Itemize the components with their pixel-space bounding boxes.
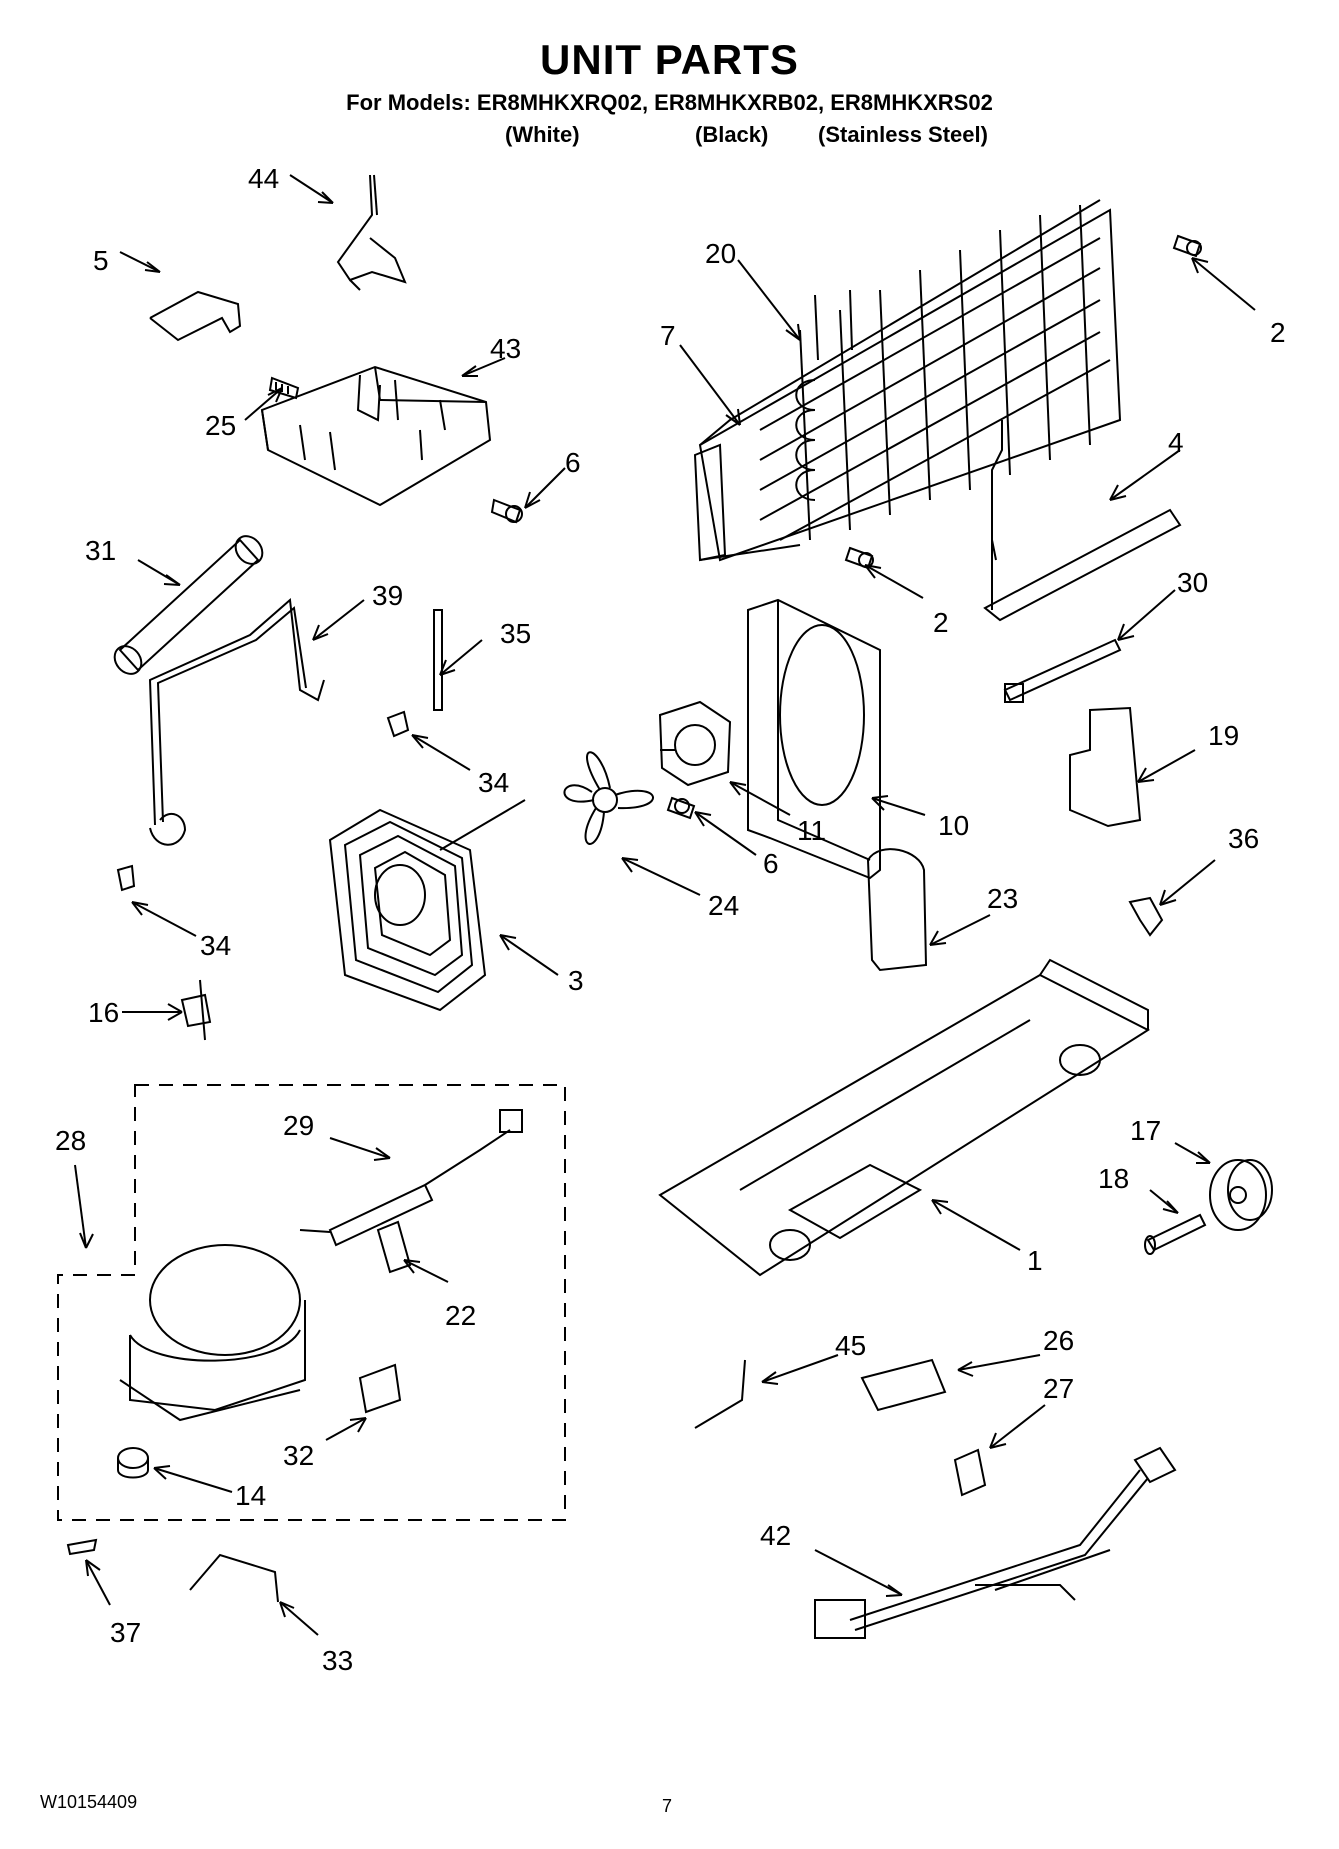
callout-34-lower: 34 (200, 930, 231, 961)
page-number: 7 (662, 1796, 673, 1816)
callout-6-upper: 6 (565, 447, 581, 478)
part-37-clip (66, 1538, 98, 1556)
callout-1: 1 (1027, 1245, 1043, 1276)
part-31-insulation-tube (113, 535, 264, 675)
callout-27: 27 (1043, 1373, 1074, 1404)
part-34-clip-lower (116, 864, 136, 892)
part-23-foam-block (866, 848, 928, 972)
callout-34-upper: 34 (478, 767, 509, 798)
callout-30: 30 (1177, 567, 1208, 598)
callout-24: 24 (708, 890, 739, 921)
callout-numbers: 44 5 43 25 6 31 39 35 34 34 16 20 7 2 4 … (55, 163, 1286, 1676)
callout-37: 37 (110, 1617, 141, 1648)
part-22-relay (376, 1220, 412, 1274)
callout-5: 5 (93, 245, 109, 276)
callout-33: 33 (322, 1645, 353, 1676)
leader-lines (74, 174, 1256, 1636)
callout-22: 22 (445, 1300, 476, 1331)
part-10-fan-shroud (747, 598, 881, 880)
callout-45: 45 (835, 1330, 866, 1361)
part-29-capacitor (299, 1109, 523, 1247)
part-24-fan-blade (563, 751, 654, 845)
callout-10: 10 (938, 810, 969, 841)
callout-18: 18 (1098, 1163, 1129, 1194)
part-36-clip (1128, 896, 1164, 937)
callout-31: 31 (85, 535, 116, 566)
part-28-group-box (57, 1084, 566, 1521)
callout-20: 20 (705, 238, 736, 269)
callout-7: 7 (660, 320, 676, 351)
callout-19: 19 (1208, 720, 1239, 751)
callout-26: 26 (1043, 1325, 1074, 1356)
part-6-screw-middle (666, 796, 696, 820)
part-34-clip-upper (386, 710, 410, 738)
part-39-drain-tube (148, 597, 325, 846)
callout-11: 11 (797, 815, 826, 846)
part-16-clip (180, 979, 212, 1041)
part-30-cable-tie (1003, 638, 1122, 703)
callout-28: 28 (55, 1125, 86, 1156)
callout-2-lower: 2 (933, 607, 949, 638)
variant-stainless: (Stainless Steel) (818, 122, 988, 147)
callout-36: 36 (1228, 823, 1259, 854)
part-33-wire (189, 1553, 279, 1603)
part-6-screw-upper (490, 498, 523, 524)
callout-25: 25 (205, 410, 236, 441)
part-11-fan-motor (658, 700, 732, 787)
part-42-wire-harness (814, 1446, 1177, 1639)
callout-42: 42 (760, 1520, 791, 1551)
part-17-wheel (1209, 1159, 1273, 1231)
page-title: UNIT PARTS (540, 36, 799, 83)
part-7-evaporator-cover (693, 443, 801, 562)
part-26-label (860, 1358, 947, 1412)
part-19-foam-block (1069, 706, 1142, 828)
callout-14: 14 (235, 1480, 266, 1511)
callout-35: 35 (500, 618, 531, 649)
document-code: W10154409 (40, 1792, 138, 1812)
callout-2-upper: 2 (1270, 317, 1286, 348)
callout-44: 44 (248, 163, 279, 194)
models-line: For Models: ER8MHKXRQ02, ER8MHKXRB02, ER… (346, 90, 993, 115)
part-44-wire-bracket (336, 174, 407, 291)
part-1-base-pan (658, 958, 1151, 1277)
part-3-condenser-coil (328, 799, 526, 1012)
part-compressor (119, 1244, 306, 1422)
callout-32: 32 (283, 1440, 314, 1471)
part-27-clip (953, 1448, 987, 1497)
part-14-grommet (117, 1447, 149, 1479)
part-45-tube (694, 1359, 746, 1429)
callout-39: 39 (372, 580, 403, 611)
callout-16: 16 (88, 997, 119, 1028)
part-18-axle (1144, 1213, 1207, 1255)
part-20-evaporator (698, 199, 1122, 562)
part-43-control-box (260, 365, 492, 507)
part-4-defrost-heater (983, 420, 1182, 622)
callout-43: 43 (490, 333, 521, 364)
callout-17: 17 (1130, 1115, 1161, 1146)
callout-3: 3 (568, 965, 584, 996)
part-32-overload (358, 1363, 402, 1414)
part-35-rod (433, 609, 443, 711)
variant-black: (Black) (695, 122, 769, 147)
variant-white: (White) (505, 122, 580, 147)
part-2-screw-upper (1172, 234, 1202, 258)
callout-29: 29 (283, 1110, 314, 1141)
callout-6-middle: 6 (763, 848, 779, 879)
part-5-wire-clip (149, 290, 242, 342)
callout-4: 4 (1168, 427, 1184, 458)
callout-23: 23 (987, 883, 1018, 914)
